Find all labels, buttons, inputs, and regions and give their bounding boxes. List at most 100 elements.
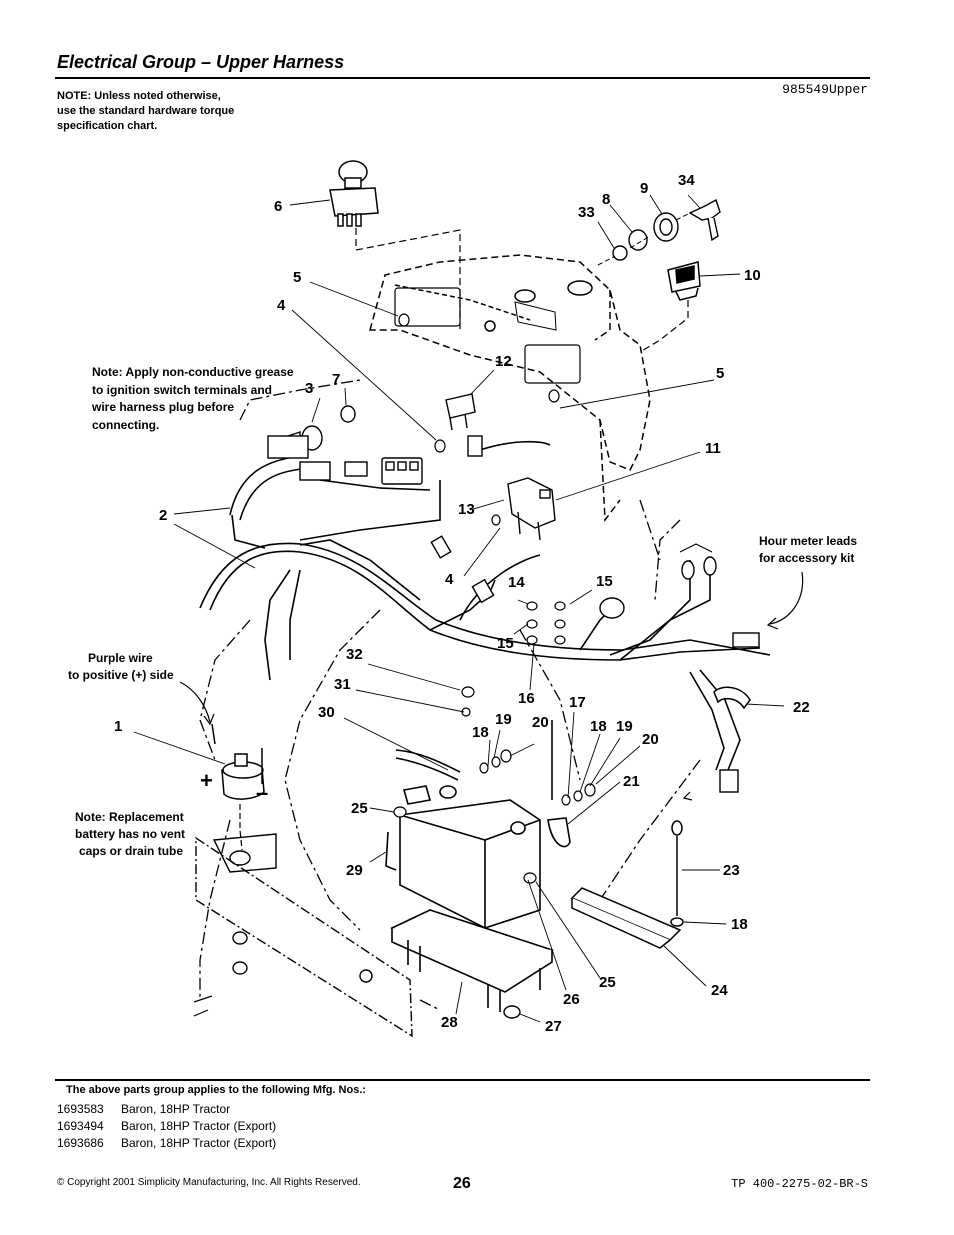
callout-label: 21: [623, 773, 640, 790]
callout-label: 19: [616, 718, 633, 735]
callout-label: 9: [640, 180, 648, 197]
callout-label: 23: [723, 862, 740, 879]
callout-label: 18: [472, 724, 489, 741]
purple-wire-note-line: to positive (+) side: [68, 668, 174, 682]
grease-note-line: wire harness plug before: [91, 400, 234, 414]
callout-labels: 6 8 9 34 33 10 5 4 12 5 3 7 11 2 13 4 14…: [114, 172, 810, 1035]
leader-lines: [133, 194, 785, 1023]
table-row: 1693494 Baron, 18HP Tractor (Export): [57, 1119, 276, 1136]
callout-label: 15: [596, 573, 613, 590]
battery-note-line: Note: Replacement: [75, 810, 184, 824]
grease-note-line: Note: Apply non-conductive grease: [92, 365, 294, 379]
torque-note-line: use the standard hardware torque: [57, 105, 235, 117]
hour-meter-note-line: for accessory kit: [759, 551, 854, 565]
callout-label: 25: [351, 800, 368, 817]
battery-note-line: battery has no vent: [75, 827, 185, 841]
harness-connectors: [267, 435, 760, 793]
torque-note-line: specification chart.: [57, 120, 158, 132]
table-row: 1693583 Baron, 18HP Tractor: [57, 1102, 276, 1119]
callout-label: 11: [705, 440, 721, 457]
table-row: 1693686 Baron, 18HP Tractor (Export): [57, 1136, 276, 1153]
callout-label: 17: [569, 694, 586, 711]
callout-label: 2: [159, 507, 167, 524]
callout-label: 32: [346, 646, 363, 663]
callout-label: 19: [495, 711, 512, 728]
page-title: Electrical Group – Upper Harness: [57, 52, 345, 72]
torque-note: NOTE: Unless noted otherwise, use the st…: [57, 89, 234, 134]
callout-label: 15: [497, 635, 514, 652]
purple-wire-note: Purple wire to positive (+) side: [68, 651, 174, 682]
mfg-description: Baron, 18HP Tractor (Export): [121, 1136, 277, 1150]
pto-switch: [329, 160, 379, 227]
callout-label: 3: [305, 380, 313, 397]
callout-label: 1: [114, 718, 122, 735]
callout-label: 28: [441, 1014, 458, 1031]
grease-note-line: to ignition switch terminals and: [92, 383, 272, 397]
callout-label: 20: [642, 731, 659, 748]
grease-note-line: connecting.: [92, 418, 159, 432]
footer-rule: [55, 1079, 870, 1081]
hour-meter-note-line: Hour meter leads: [759, 534, 857, 548]
annotation-arrows: [179, 571, 804, 1017]
torque-note-line: NOTE: Unless noted otherwise,: [57, 90, 221, 102]
callout-label: 20: [532, 714, 549, 731]
mfg-number: 1693494: [57, 1119, 104, 1133]
callout-label: 30: [318, 704, 335, 721]
battery: [385, 785, 541, 929]
mfg-number: 1693583: [57, 1102, 104, 1116]
fuse-module: [211, 723, 265, 800]
battery-note-line: caps or drain tube: [79, 844, 183, 858]
callout-label: 22: [793, 699, 810, 716]
mfg-description: Baron, 18HP Tractor: [121, 1102, 231, 1116]
wire-harness: [199, 440, 771, 771]
mfg-description: Baron, 18HP Tractor (Export): [121, 1119, 277, 1133]
solenoid: [507, 477, 556, 541]
callout-label: 24: [711, 982, 728, 999]
hex-nut: [503, 1005, 521, 1019]
battery-tray: [390, 909, 554, 1012]
grease-note: Note: Apply non-conductive grease to ign…: [91, 365, 294, 432]
callout-label: 4: [445, 571, 454, 588]
callout-label: 27: [545, 1018, 562, 1035]
page-number: 26: [453, 1175, 471, 1192]
callout-label: 14: [508, 574, 525, 591]
negative-sign: –: [256, 780, 268, 805]
positive-sign: +: [200, 768, 213, 793]
applies-heading: The above parts group applies to the fol…: [66, 1084, 367, 1096]
callout-label: 29: [346, 862, 363, 879]
side-panel: [195, 833, 413, 1038]
rocker-switch: [667, 261, 701, 301]
callout-label: 7: [332, 371, 340, 388]
mfg-number-table: 1693583 Baron, 18HP Tractor 1693494 Baro…: [57, 1102, 276, 1153]
purple-wire-note-line: Purple wire: [88, 651, 153, 665]
header-rule: [55, 77, 870, 79]
ignition-parts: [612, 198, 721, 261]
callout-label: 10: [744, 267, 761, 284]
mfg-number: 1693686: [57, 1136, 104, 1150]
dash-panel: [369, 254, 651, 523]
document-number: TP 400-2275-02-BR-S: [731, 1177, 868, 1191]
callout-label: 18: [731, 916, 748, 933]
callout-label: 26: [563, 991, 580, 1008]
callout-label: 4: [277, 297, 286, 314]
callout-label: 34: [678, 172, 695, 189]
callout-label: 12: [495, 353, 512, 370]
callout-label: 16: [518, 690, 535, 707]
battery-note: Note: Replacement battery has no vent ca…: [75, 810, 185, 858]
callout-label: 6: [274, 198, 282, 215]
hold-down-parts: [570, 686, 751, 949]
hour-meter-note: Hour meter leads for accessory kit: [759, 534, 857, 565]
callout-label: 25: [599, 974, 616, 991]
copyright: © Copyright 2001 Simplicity Manufacturin…: [57, 1177, 361, 1188]
drawing-number: 985549Upper: [782, 82, 868, 97]
callout-label: 18: [590, 718, 607, 735]
callout-label: 31: [334, 676, 351, 693]
callout-label: 33: [578, 204, 595, 221]
callout-label: 5: [716, 365, 724, 382]
exploded-parts-diagram: Note: Apply non-conductive grease to ign…: [68, 160, 857, 1038]
callout-label: 5: [293, 269, 301, 286]
callout-label: 13: [458, 501, 475, 518]
callout-label: 8: [602, 191, 610, 208]
small-hardware: [393, 313, 596, 884]
relay: [445, 393, 476, 431]
